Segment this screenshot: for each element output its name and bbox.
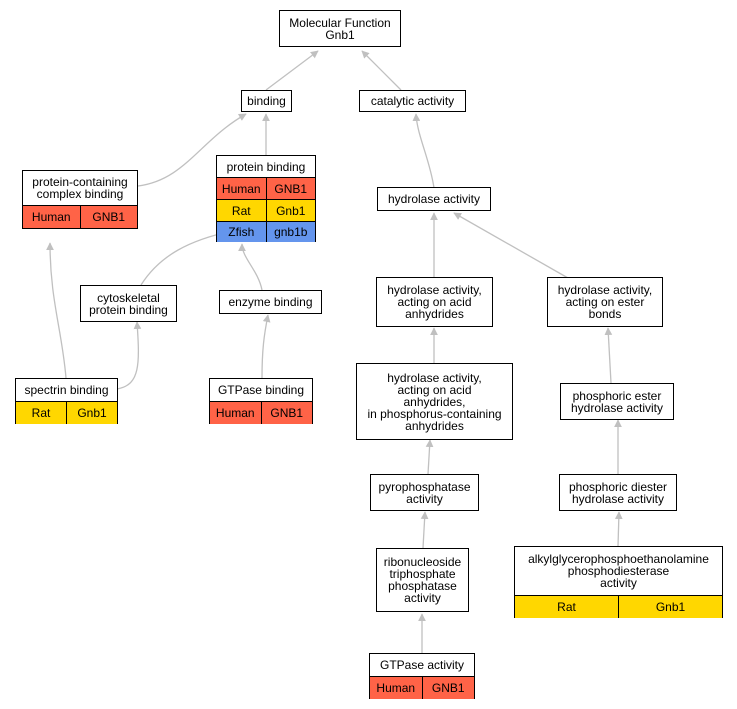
node-hydrolase-acid-anhydrides[interactable]: hydrolase activity, acting on acid anhyd…	[376, 277, 493, 327]
node-gtpase-binding[interactable]: GTPase binding Human GNB1	[209, 378, 313, 424]
node-title: phosphoric ester hydrolase activity	[570, 388, 664, 415]
node-title: enzyme binding	[228, 295, 313, 309]
species-cell: Human	[23, 206, 80, 228]
node-title: hydrolase activity	[387, 192, 481, 206]
annotation-row: Human GNB1	[210, 401, 312, 424]
edge-enzyme-to-protein-binding	[238, 243, 263, 291]
annotation-row: Rat Gnb1	[217, 199, 315, 221]
node-title: GTPase activity	[379, 658, 465, 672]
node-catalytic-activity[interactable]: catalytic activity	[359, 90, 466, 112]
node-title: protein binding	[226, 159, 306, 174]
node-title: pyrophosphatase activity	[378, 479, 471, 506]
node-pyrophosphatase-activity[interactable]: pyrophosphatase activity	[370, 474, 479, 511]
gene-cell: GNB1	[421, 677, 474, 699]
species-cell: Rat	[515, 596, 618, 618]
species-cell: Human	[217, 178, 266, 199]
edge-hydrolase-to-catalytic	[412, 113, 435, 189]
node-title: ribonucleoside triphosphate phosphatase …	[383, 555, 462, 605]
species-cell: Zfish	[217, 222, 266, 242]
node-phosphoric-diester-hydrolase[interactable]: phosphoric diester hydrolase activity	[559, 474, 677, 511]
node-binding[interactable]: binding	[241, 90, 292, 112]
node-title: alkylglycerophosphoethanolamine phosphod…	[528, 552, 709, 590]
node-title: protein-containing complex binding	[32, 175, 128, 201]
node-gtpase-activity[interactable]: GTPase activity Human GNB1	[369, 653, 475, 699]
annotation-row: Human GNB1	[217, 177, 315, 199]
node-molecular-function[interactable]: Molecular Function Gnb1	[279, 10, 401, 47]
species-cell: Human	[210, 402, 261, 424]
species-cell: Rat	[16, 402, 66, 424]
edge-spectrin-to-protein-complex	[46, 242, 67, 379]
gene-cell: Gnb1	[265, 200, 315, 221]
node-title: hydrolase activity, acting on acid anhyd…	[387, 283, 482, 321]
gene-cell: GNB1	[79, 206, 137, 228]
node-title: binding	[247, 94, 286, 108]
node-hydrolase-phosphorus-anhydrides[interactable]: hydrolase activity, acting on acid anhyd…	[356, 363, 513, 440]
gene-cell: Gnb1	[66, 402, 117, 424]
edge-alkylglycero-to-diester	[614, 511, 623, 547]
node-title: cytoskeletal protein binding	[89, 290, 168, 317]
node-title: hydrolase activity, acting on ester bond…	[557, 283, 653, 321]
node-protein-binding[interactable]: protein binding Human GNB1 Rat Gnb1 Zfis…	[216, 155, 316, 242]
node-title: GTPase binding	[217, 383, 305, 397]
edge-gtpase-binding-to-enzyme	[261, 314, 271, 379]
edge-ribonucleoside-to-pyrophosphatase	[420, 511, 429, 549]
node-hydrolase-activity[interactable]: hydrolase activity	[377, 187, 491, 211]
gene-cell: Gnb1	[618, 596, 722, 618]
edge-pyrophosphatase-to-phosphorus	[425, 439, 434, 475]
node-title: catalytic activity	[370, 94, 455, 108]
node-alkylglycerophosphoethanolamine-phosphodiesterase[interactable]: alkylglycerophosphoethanolamine phosphod…	[514, 546, 723, 618]
edge-protein-complex-to-binding	[137, 113, 247, 187]
gene-cell: GNB1	[260, 402, 312, 424]
species-cell: Rat	[217, 200, 266, 221]
gene-cell: gnb1b	[265, 222, 315, 242]
annotation-row: Zfish gnb1b	[217, 221, 315, 242]
node-enzyme-binding[interactable]: enzyme binding	[219, 290, 322, 314]
node-ribonucleoside-triphosphate-phosphatase[interactable]: ribonucleoside triphosphate phosphatase …	[376, 548, 469, 612]
annotation-row: Rat Gnb1	[515, 595, 722, 618]
node-protein-containing-complex-binding[interactable]: protein-containing complex binding Human…	[22, 170, 138, 229]
node-title: Molecular Function Gnb1	[289, 15, 391, 42]
node-cytoskeletal-protein-binding[interactable]: cytoskeletal protein binding	[80, 285, 177, 322]
node-phosphoric-ester-hydrolase[interactable]: phosphoric ester hydrolase activity	[560, 383, 674, 420]
edge-hydrolase-ester-to-hydrolase	[453, 212, 569, 279]
annotation-row: Rat Gnb1	[16, 401, 117, 424]
annotation-row: Human GNB1	[23, 205, 137, 228]
node-hydrolase-ester-bonds[interactable]: hydrolase activity, acting on ester bond…	[547, 277, 663, 327]
annotation-row: Human GNB1	[370, 676, 474, 699]
edge-phosphoric-ester-to-hydrolase-ester	[604, 327, 613, 384]
species-cell: Human	[370, 677, 422, 699]
node-title: hydrolase activity, acting on acid anhyd…	[367, 370, 502, 433]
edge-catalytic-to-root	[361, 50, 402, 91]
node-spectrin-binding[interactable]: spectrin binding Rat Gnb1	[15, 378, 118, 424]
node-title: phosphoric diester hydrolase activity	[568, 479, 668, 506]
edge-binding-to-root	[265, 50, 319, 91]
node-title: spectrin binding	[24, 383, 109, 397]
edge-spectrin-to-cytoskeletal	[116, 321, 142, 390]
gene-cell: GNB1	[265, 178, 315, 199]
